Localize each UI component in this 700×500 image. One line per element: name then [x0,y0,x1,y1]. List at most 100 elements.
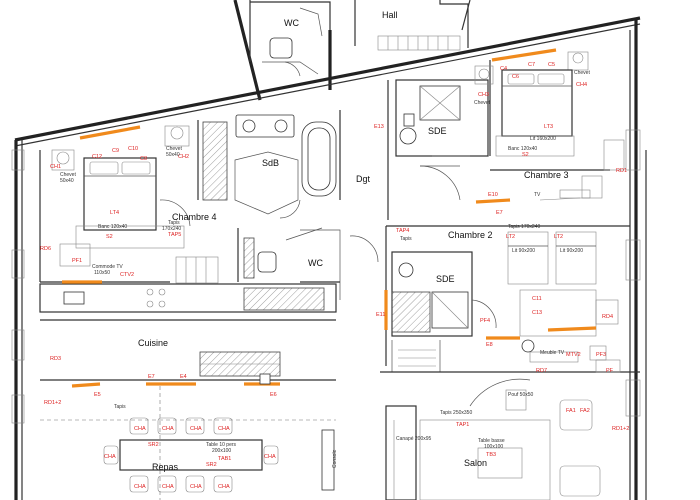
svg-text:PF4: PF4 [480,318,490,324]
svg-text:TAP5: TAP5 [168,232,181,238]
svg-text:Commode TV: Commode TV [92,264,123,270]
svg-text:CHA: CHA [134,484,146,490]
svg-text:Chevet: Chevet [574,70,590,76]
svg-text:C11: C11 [532,296,542,302]
svg-text:Table 10 pers: Table 10 pers [206,442,237,448]
svg-text:MTV2: MTV2 [566,352,581,358]
svg-text:LT3: LT3 [544,124,553,130]
chambre-3: C4 C6 C7 C5 CH3 CH4 Chevet Chevet LT3 Li… [474,48,627,199]
svg-text:E7: E7 [496,210,503,216]
svg-text:PF3: PF3 [596,352,606,358]
svg-text:Meuble TV: Meuble TV [540,350,565,356]
repas: CHA CHA CHA CHA CHA CHA CHA CHA CHA CHA … [40,386,338,500]
svg-text:100x100: 100x100 [484,444,503,450]
svg-text:CHA: CHA [162,426,174,432]
svg-text:CHA: CHA [218,426,230,432]
room-label-wc-top: WC [284,18,299,28]
svg-text:CHA: CHA [190,426,202,432]
svg-text:TB3: TB3 [486,452,496,458]
svg-text:FA2: FA2 [580,408,590,414]
svg-text:E8: E8 [486,342,493,348]
svg-text:CH2: CH2 [178,154,189,160]
svg-text:C12: C12 [92,154,102,160]
svg-text:SR2: SR2 [148,442,159,448]
sde-1: SDE [395,79,489,157]
svg-text:C5: C5 [548,62,555,68]
svg-text:CHA: CHA [264,454,276,460]
salle-de-bain: SdB [202,110,341,219]
svg-text:E11: E11 [376,312,385,318]
svg-text:C8: C8 [140,156,147,162]
room-label-sde-1: SDE [428,126,447,136]
svg-text:CHA: CHA [104,454,116,460]
top-wc-hall [233,0,471,101]
room-label-salon: Salon [464,458,487,468]
svg-text:CHA: CHA [190,484,202,490]
svg-text:LT4: LT4 [110,210,119,216]
svg-text:CH4: CH4 [576,82,587,88]
svg-text:RD1: RD1 [616,168,627,174]
room-label-chambre-4: Chambre 4 [172,212,217,222]
svg-text:Tapis 170x240: Tapis 170x240 [508,224,540,230]
outer-walls [11,16,647,500]
svg-text:Canapé 200x95: Canapé 200x95 [396,436,432,442]
room-label-chambre-2: Chambre 2 [448,230,493,240]
svg-text:Banc 120x40: Banc 120x40 [98,224,127,230]
svg-text:Lit 90x200: Lit 90x200 [560,248,583,254]
svg-text:S2: S2 [522,152,529,158]
chambre-2: LT2 LT2 Lit 90x200 Lit 90x200 Tapis 170x… [384,224,630,366]
svg-text:RD1+2: RD1+2 [44,400,61,406]
room-label-wc-mid: WC [308,258,323,268]
svg-text:E6: E6 [270,392,277,398]
svg-text:S2: S2 [106,234,113,240]
svg-text:FA1: FA1 [566,408,576,414]
chair-row [103,417,279,493]
room-label-dgt: Dgt [356,174,371,184]
svg-text:RD1+2: RD1+2 [612,426,629,432]
svg-text:Tapis: Tapis [114,404,126,410]
chambre-4: CH1 C12 C9 C10 C8 CH2 Chevet 50x40 Cheve… [39,120,217,283]
svg-text:C10: C10 [128,146,138,152]
degagement: E13 E10 E7 TV Dgt [300,80,591,300]
svg-text:C4: C4 [500,66,507,72]
svg-text:Chevet: Chevet [60,172,76,178]
svg-text:C13: C13 [532,310,542,316]
svg-text:E10: E10 [488,192,498,198]
svg-text:Lit 90x200: Lit 90x200 [512,248,535,254]
svg-text:Console: Console [332,449,338,468]
salon: Tapis 250x350 TAP1 Canapé 200x95 Table b… [385,359,629,500]
svg-text:LT2: LT2 [554,234,563,240]
svg-text:Table basse: Table basse [478,438,505,444]
room-label-chambre-3: Chambre 3 [524,170,569,180]
svg-text:50x40: 50x40 [60,178,74,184]
room-label-repas: Repas [152,462,179,472]
svg-text:RD4: RD4 [602,314,613,320]
room-label-sde-2: SDE [436,274,455,284]
svg-text:170x240: 170x240 [162,226,181,232]
svg-text:C6: C6 [512,74,519,80]
svg-text:SR2: SR2 [206,462,217,468]
wc-mid: WC [237,227,340,283]
sde-2: E11 SDE [376,251,497,337]
svg-text:LT2: LT2 [506,234,515,240]
room-label-sdb: SdB [262,158,279,168]
svg-text:C7: C7 [528,62,535,68]
svg-text:CH1: CH1 [50,164,61,170]
svg-text:RD3: RD3 [50,356,61,362]
svg-text:200x100: 200x100 [212,448,231,454]
svg-text:50x40: 50x40 [166,152,180,158]
svg-text:Tapis: Tapis [400,236,412,242]
svg-text:110x50: 110x50 [94,270,110,276]
svg-text:E4: E4 [180,374,187,380]
svg-text:RD6: RD6 [40,246,51,252]
room-label-cuisine: Cuisine [138,338,168,348]
svg-text:RD7: RD7 [536,368,547,374]
svg-text:Tapis: Tapis [168,220,180,226]
svg-text:CHA: CHA [134,426,146,432]
cuisine: Commode TV 110x50 CTV2 RD3 RD1+2 E5 E7 E… [39,256,337,406]
svg-text:CHA: CHA [162,484,174,490]
svg-text:CH3: CH3 [478,92,489,98]
room-label-hall: Hall [382,10,398,20]
svg-text:CTV2: CTV2 [120,272,134,278]
